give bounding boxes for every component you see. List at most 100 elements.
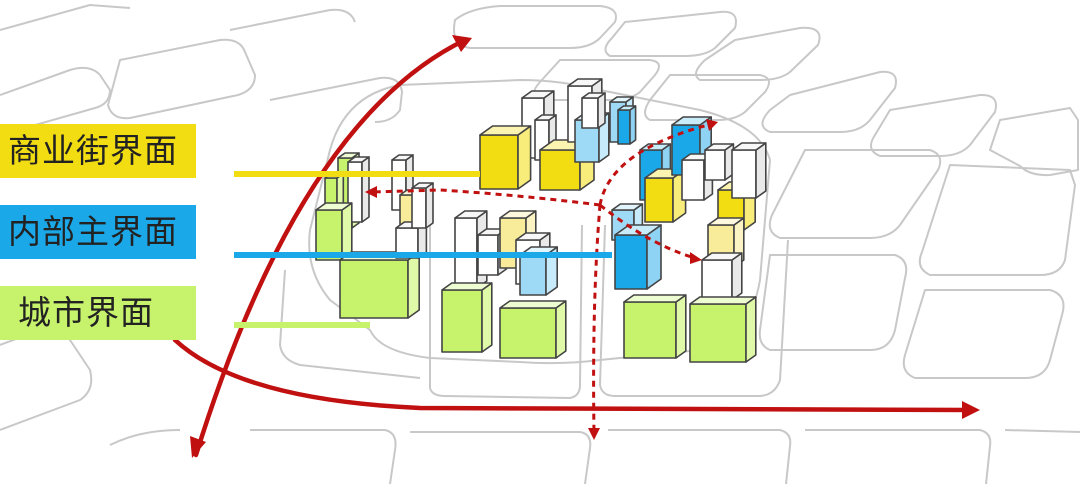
legend-swatch-internal <box>0 205 196 259</box>
building <box>731 142 767 199</box>
city-block <box>644 74 770 121</box>
building-front-face <box>499 307 557 359</box>
building-side-face <box>629 105 637 145</box>
building-side-face <box>646 224 662 290</box>
city-block <box>758 254 908 351</box>
legend-label-city: 城市界面 <box>18 293 154 332</box>
building-front-face <box>623 301 677 359</box>
building-roof <box>441 282 493 291</box>
primary-arrow-diagonal <box>193 37 468 458</box>
legend-graphics <box>0 124 612 340</box>
buildings-layer <box>315 78 767 363</box>
building-roof <box>611 203 644 211</box>
city-block <box>989 107 1079 177</box>
legend-label-internal-main: 内部主界面 <box>8 212 178 251</box>
dashed-arrow-south <box>592 204 602 433</box>
building <box>441 282 493 353</box>
city-block <box>269 76 403 123</box>
city-block <box>0 4 131 31</box>
city-block <box>107 38 256 120</box>
building-roof <box>671 116 713 126</box>
city-block <box>695 26 821 81</box>
building-roof <box>639 143 672 151</box>
building-front-face <box>614 234 648 290</box>
building-front-face <box>701 259 733 301</box>
building-side-face <box>597 92 606 129</box>
building-front-face <box>617 109 631 145</box>
building-roof <box>567 78 603 87</box>
building-roof <box>499 210 537 219</box>
building-roof <box>337 152 360 159</box>
city-block <box>0 66 111 136</box>
city-block <box>870 93 997 157</box>
building <box>479 125 532 190</box>
building-roof <box>614 224 662 236</box>
building-front-face <box>681 159 705 201</box>
building <box>614 224 662 290</box>
building-front-face <box>704 149 726 181</box>
building-front-face <box>539 149 581 191</box>
legend-swatch-city <box>0 286 196 340</box>
building-front-face <box>519 254 547 296</box>
building-side-face <box>341 202 353 261</box>
arrowhead-right <box>962 401 980 419</box>
building <box>644 168 687 223</box>
city-block <box>0 328 93 431</box>
building <box>701 252 743 301</box>
building <box>689 296 757 363</box>
dashed-arrowhead-east <box>690 252 702 264</box>
building-front-face <box>644 177 674 223</box>
city-block <box>761 70 897 133</box>
building-side-face <box>745 296 757 363</box>
arrowhead-down-left <box>190 436 206 458</box>
building-side-face <box>481 282 493 353</box>
secondary-arrowheads <box>365 119 718 440</box>
building-roof <box>581 92 606 99</box>
building <box>499 300 567 359</box>
building-roof <box>623 294 687 303</box>
building-front-face <box>339 259 409 319</box>
city-block <box>229 8 356 31</box>
building <box>315 202 353 261</box>
city-block <box>109 429 181 446</box>
arrowhead-up-right <box>452 35 472 52</box>
building-roof <box>609 96 634 103</box>
city-block <box>410 431 592 485</box>
dashed-arrow-north-east <box>598 122 713 206</box>
building <box>704 143 735 181</box>
building-roof <box>499 300 567 309</box>
city-block <box>918 164 1076 276</box>
legend-label-commercial-street: 商业街界面 <box>8 131 178 170</box>
city-block <box>604 10 737 57</box>
primary-arrow-horizontal <box>172 337 975 413</box>
dashed-arrow-east <box>599 203 696 260</box>
building-roof <box>347 156 370 163</box>
building-roof <box>391 154 414 161</box>
building-roof <box>454 210 488 219</box>
building-roof <box>704 143 735 151</box>
inner-road <box>599 224 789 397</box>
secondary-circulation <box>371 122 713 433</box>
city-block <box>453 5 617 49</box>
building <box>623 294 687 359</box>
legend-swatch-commercial <box>0 124 196 178</box>
building-side-face <box>675 294 687 359</box>
building-front-face <box>411 187 427 229</box>
building-side-face <box>731 252 743 301</box>
building <box>581 92 606 129</box>
dashed-arrowhead-north-east <box>706 119 718 131</box>
city-block <box>608 429 792 485</box>
building-roof <box>689 296 757 305</box>
building-side-face <box>517 125 532 190</box>
building-front-face <box>731 149 757 199</box>
building-side-face <box>361 156 370 223</box>
building-roof <box>315 202 353 211</box>
primary-arrowheads <box>190 35 980 458</box>
city-block <box>805 429 992 485</box>
building <box>617 105 637 145</box>
dashed-arrowhead-south <box>588 428 600 440</box>
building-side-face <box>555 300 567 359</box>
building-roof <box>534 114 557 121</box>
building-front-face <box>441 289 483 353</box>
building-front-face <box>581 97 599 129</box>
